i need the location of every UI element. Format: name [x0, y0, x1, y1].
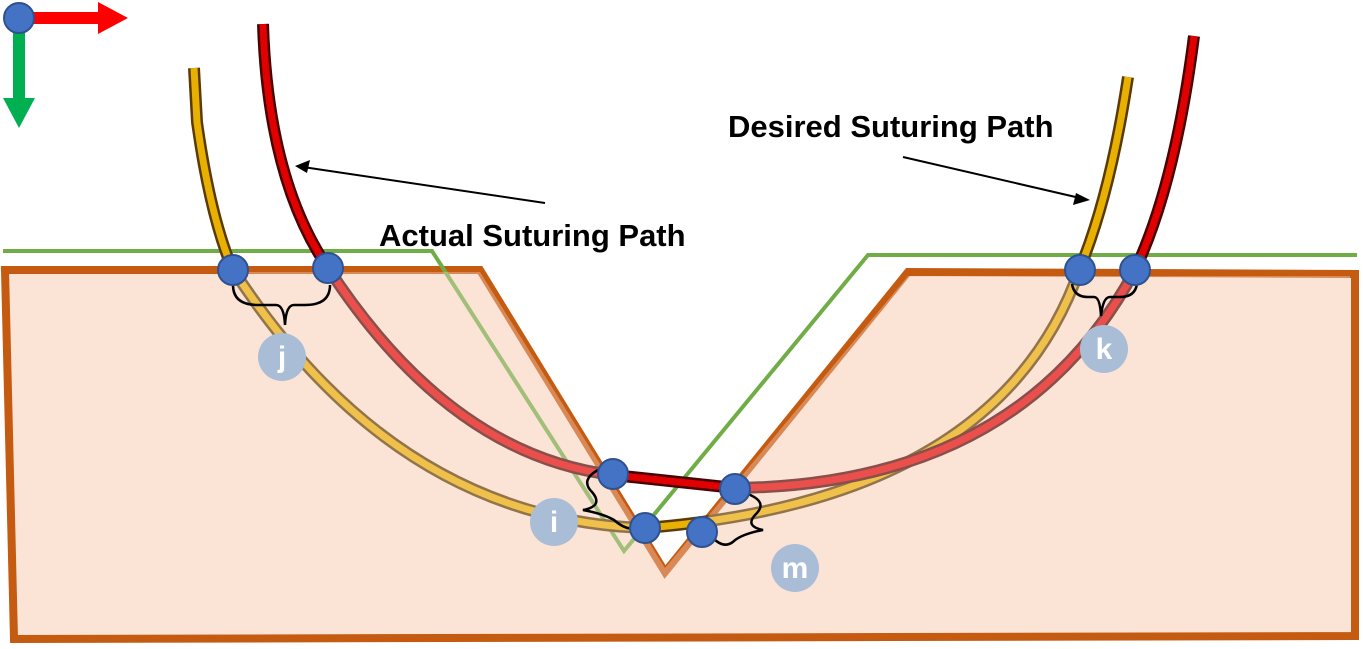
point-red-bottom-left [597, 458, 629, 490]
point-gold-left [217, 254, 249, 286]
intersection-points [217, 252, 1151, 548]
marker-m: m [771, 544, 819, 592]
svg-text:j: j [277, 341, 286, 374]
marker-j: j [258, 333, 306, 381]
point-red-left [312, 252, 344, 284]
brace-i [582, 468, 638, 530]
brace-j [231, 284, 332, 326]
desired-path-arrow [902, 156, 1090, 205]
point-red-right [1119, 254, 1151, 286]
wound-reference-line [3, 249, 1357, 555]
marker-k: k [1080, 325, 1128, 373]
origin-point-icon [3, 2, 35, 34]
point-gold-right [1064, 254, 1096, 286]
actual-path-arrow [295, 160, 546, 204]
brace-m [711, 492, 764, 546]
point-red-bottom-right [719, 473, 751, 505]
actual-path-label: Actual Suturing Path [379, 218, 686, 253]
x-axis-arrow-icon [22, 2, 128, 34]
y-axis-arrow-icon [3, 22, 35, 128]
brace-k [1070, 283, 1139, 317]
desired-path-label: Desired Suturing Path [728, 109, 1054, 144]
marker-i: i [530, 498, 578, 546]
svg-text:i: i [550, 506, 558, 539]
svg-text:k: k [1096, 333, 1113, 366]
svg-text:m: m [782, 552, 809, 585]
tissue-overlay [232, 272, 1350, 632]
point-gold-bottom-right [686, 516, 718, 548]
coordinate-axes [3, 2, 128, 128]
point-gold-bottom-left [629, 512, 661, 544]
